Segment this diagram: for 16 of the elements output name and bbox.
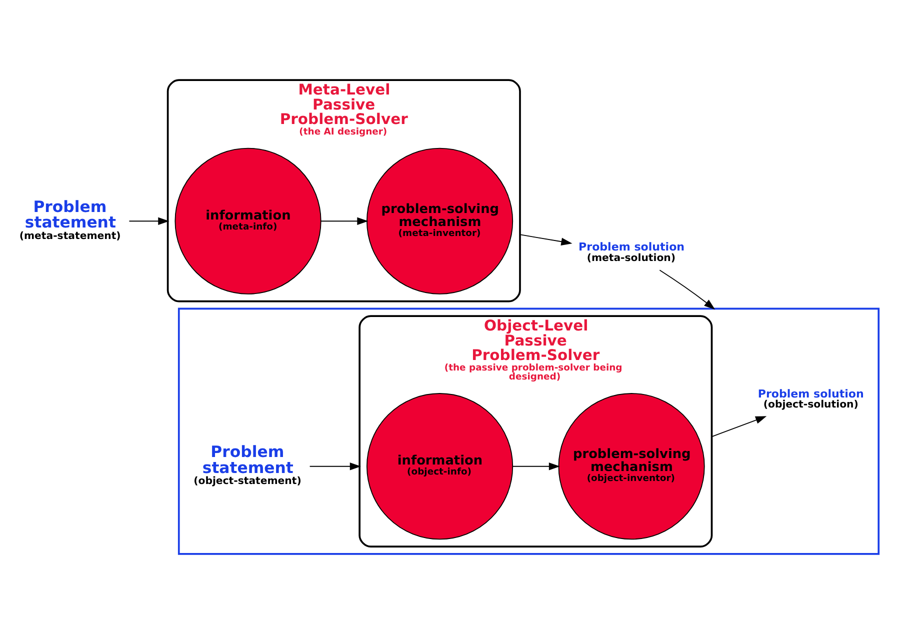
arrow [128, 217, 170, 225]
cluster [178, 308, 880, 555]
node-text: Problem solution (object-solution) [758, 387, 864, 411]
node-circle: problem-solving mechanism (object-inventor) [558, 393, 705, 540]
node-text: Problem statement (meta-statement) [19, 196, 121, 242]
node-text: Problem solution (meta-solution) [578, 240, 685, 264]
arrow [512, 462, 560, 470]
arrow [309, 462, 361, 470]
node-circle: problem-solving mechanism (meta-inventor) [366, 148, 514, 294]
arrow [520, 234, 572, 246]
node-text: Problem statement (object-statement) [194, 442, 302, 488]
arrow [320, 217, 368, 225]
node-circle: information (meta-info) [174, 148, 322, 294]
node-circle: information (object-info) [366, 393, 514, 540]
arrow [659, 270, 716, 310]
arrow [711, 416, 767, 438]
